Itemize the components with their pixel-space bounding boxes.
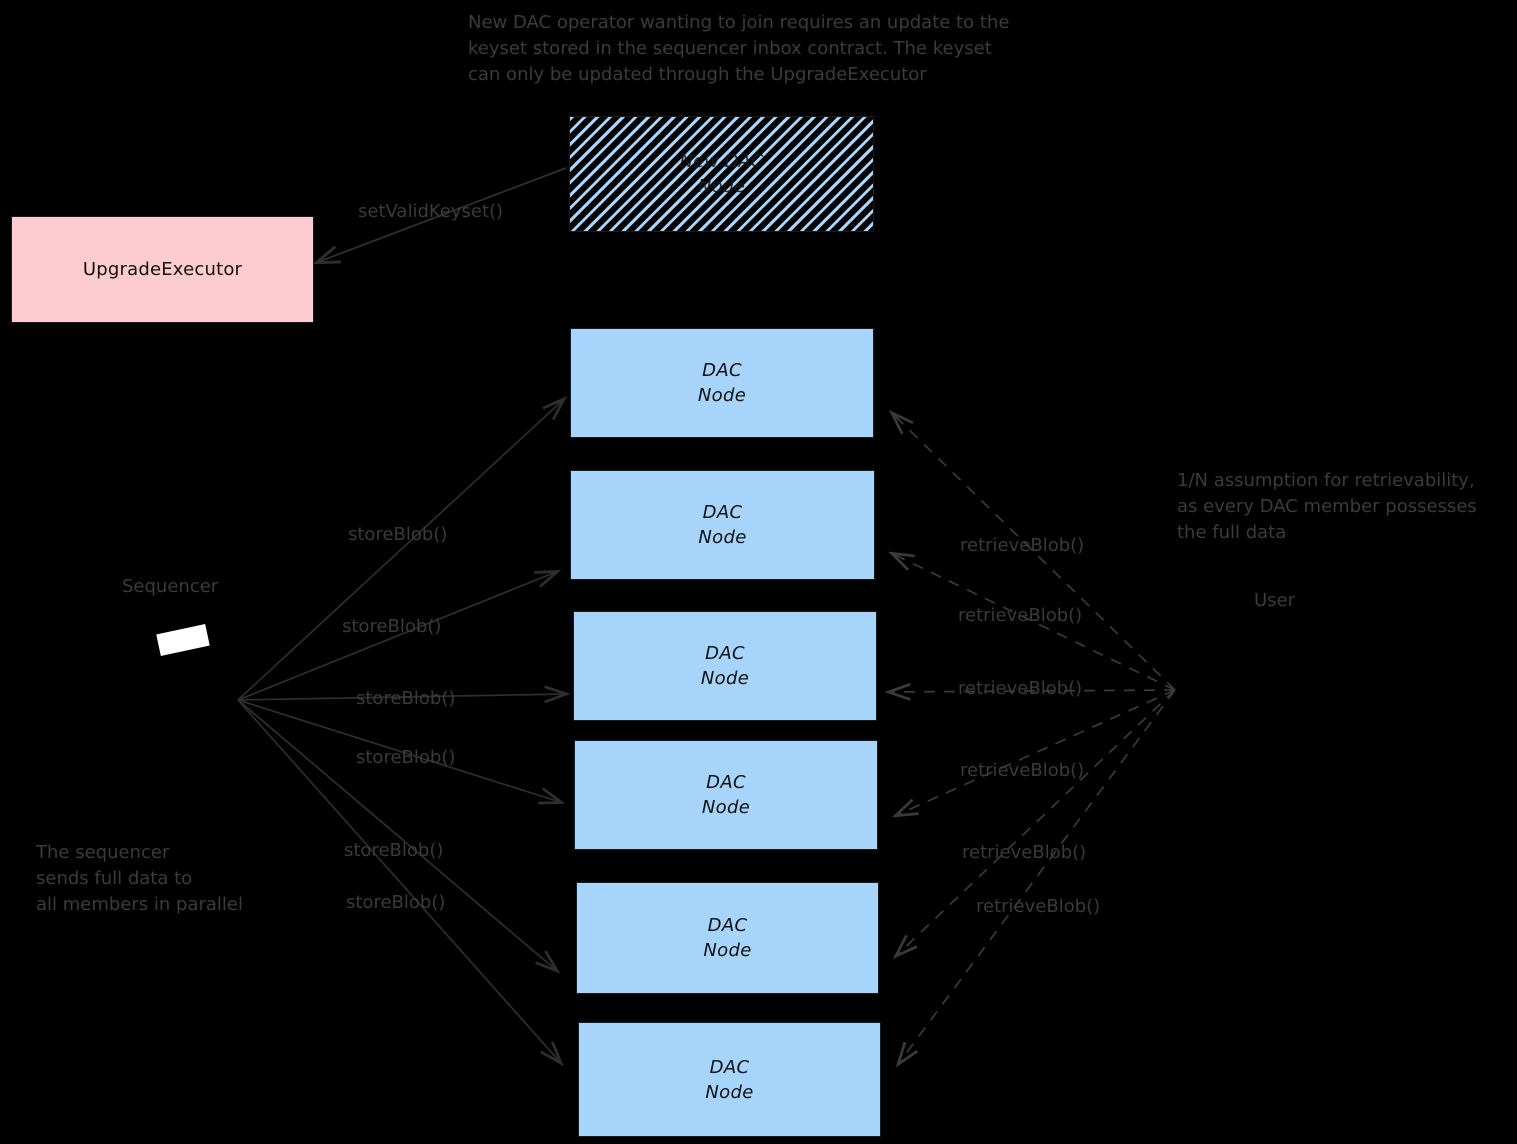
- new-dac-node-box[interactable]: New DAC Node: [569, 116, 874, 232]
- upgrade-executor-box[interactable]: UpgradeExecutor: [11, 216, 314, 323]
- dac-node-4-line2: Node: [701, 797, 751, 818]
- dac-node-3-line1: DAC: [705, 643, 745, 664]
- edge-label-store-blob-3: storeBlob(): [356, 688, 456, 709]
- edge-label-retrieve-blob-1: retrieveBlob(): [960, 535, 1085, 556]
- dac-node-5-line2: Node: [703, 940, 752, 961]
- edge-label-store-blob-2: storeBlob(): [342, 616, 442, 637]
- edge-group-retrieve-blob: [890, 414, 1176, 1063]
- dac-node-3-line2: Node: [700, 668, 750, 689]
- edge-label-retrieve-blob-2: retrieveBlob(): [958, 605, 1083, 626]
- dac-node-1-line1: DAC: [702, 360, 742, 381]
- note-top: New DAC operator wanting to join require…: [468, 12, 1010, 85]
- new-dac-node-line1: New DAC: [679, 151, 764, 172]
- edge-label-retrieve-blob-5: retrieveBlob(): [962, 842, 1087, 863]
- user-label: User: [1254, 590, 1296, 611]
- note-bottom-left-parallel: The sequencer sends full data to all mem…: [36, 842, 243, 915]
- edge-label-set-valid-keyset: setValidKeyset(): [358, 201, 504, 222]
- dac-node-box-5[interactable]: DAC Node: [576, 882, 879, 994]
- dac-node-box-1[interactable]: DAC Node: [570, 328, 874, 438]
- dac-node-1-line2: Node: [697, 385, 747, 406]
- dac-node-6-line2: Node: [705, 1081, 754, 1103]
- edge-label-retrieve-blob-4: retrieveBlob(): [960, 760, 1085, 781]
- new-dac-node-line2: Node: [698, 176, 745, 197]
- dac-node-box-6[interactable]: DAC Node: [578, 1022, 881, 1137]
- edge-label-store-blob-1: storeBlob(): [348, 524, 448, 545]
- edge-group-store-blob: [237, 400, 565, 1062]
- dac-node-box-2[interactable]: DAC Node: [570, 470, 875, 580]
- sequencer-label: Sequencer: [122, 576, 219, 597]
- dac-node-2-line1: DAC: [702, 502, 743, 523]
- note-right-retrievability: 1/N assumption for retrievability, as ev…: [1177, 470, 1477, 543]
- dac-node-box-3[interactable]: DAC Node: [573, 611, 877, 721]
- edge-label-store-blob-6: storeBlob(): [346, 892, 446, 913]
- dac-node-6-line1: DAC: [709, 1056, 750, 1078]
- dac-node-box-4[interactable]: DAC Node: [574, 740, 878, 850]
- dac-node-2-line2: Node: [698, 527, 747, 548]
- edge-label-store-blob-4: storeBlob(): [356, 747, 456, 768]
- edge-label-retrieve-blob-6: retrieveBlob(): [976, 896, 1101, 917]
- upgrade-executor-label: UpgradeExecutor: [82, 259, 243, 280]
- edge-label-store-blob-5: storeBlob(): [344, 840, 444, 861]
- sequencer-icon: [156, 624, 210, 656]
- dac-node-5-line1: DAC: [707, 915, 748, 936]
- edge-label-retrieve-blob-3: retrieveBlob(): [958, 678, 1083, 699]
- dac-node-4-line1: DAC: [706, 772, 746, 793]
